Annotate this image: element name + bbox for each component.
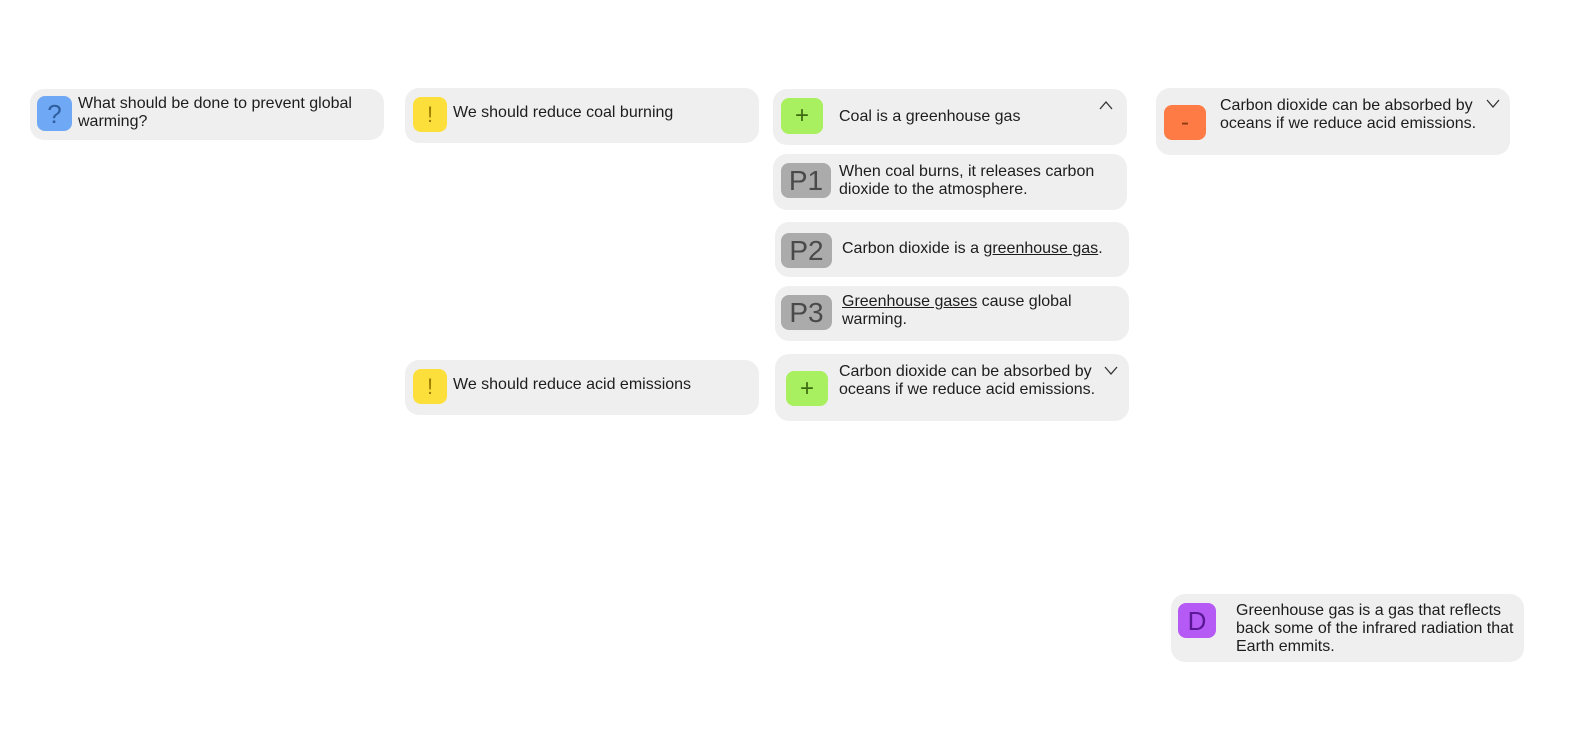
premise-badge: P1	[781, 163, 831, 198]
greenhouse-gases-link[interactable]: Greenhouse gases	[842, 293, 978, 310]
definition-card-greenhouse-gas[interactable]: D Greenhouse gas is a gas that reflects …	[1171, 594, 1524, 662]
question-text: What should be done to prevent global wa…	[78, 95, 352, 130]
pro-text: Carbon dioxide can be absorbed by oceans…	[839, 363, 1096, 398]
premise-text-start: Carbon dioxide is a	[842, 240, 984, 257]
chevron-down-icon[interactable]	[1486, 99, 1500, 109]
pro-badge: +	[786, 371, 828, 406]
idea-badge: !	[413, 369, 447, 404]
greenhouse-gas-link[interactable]: greenhouse gas	[983, 240, 1099, 257]
chevron-down-icon[interactable]	[1104, 366, 1118, 376]
idea-badge: !	[413, 97, 447, 132]
idea-text: We should reduce coal burning	[453, 104, 674, 121]
premise-text-end: cause global warming.	[842, 293, 1072, 328]
premise-card-p2[interactable]: P2 Carbon dioxide is a greenhouse gas.	[775, 222, 1129, 277]
premise-text-end: .	[1098, 240, 1103, 257]
pro-card-coal-greenhouse[interactable]: + Coal is a greenhouse gas	[773, 89, 1127, 145]
premise-text: Carbon dioxide is a greenhouse gas.	[842, 240, 1132, 258]
question-card[interactable]: ? What should be done to prevent global …	[30, 89, 384, 140]
premise-card-p1[interactable]: P1 When coal burns, it releases carbon d…	[773, 154, 1127, 210]
definition-badge: D	[1178, 603, 1216, 638]
pro-badge: +	[781, 98, 823, 134]
con-card-oceans[interactable]: - Carbon dioxide can be absorbed by ocea…	[1156, 88, 1510, 155]
pro-card-oceans[interactable]: + Carbon dioxide can be absorbed by ocea…	[775, 354, 1129, 421]
question-badge: ?	[37, 96, 72, 131]
premise-text: Greenhouse gases cause global warming.	[842, 293, 1112, 329]
premise-card-p3[interactable]: P3 Greenhouse gases cause global warming…	[775, 286, 1129, 341]
pro-text: Coal is a greenhouse gas	[839, 108, 1021, 125]
premise-text: When coal burns, it releases carbon diox…	[839, 163, 1095, 198]
con-badge: -	[1164, 105, 1206, 140]
premise-badge: P2	[781, 233, 832, 268]
con-text: Carbon dioxide can be absorbed by oceans…	[1220, 97, 1477, 132]
definition-text: Greenhouse gas is a gas that reflects ba…	[1236, 602, 1514, 655]
chevron-up-icon[interactable]	[1099, 100, 1113, 110]
premise-badge: P3	[781, 295, 832, 330]
idea-text: We should reduce acid emissions	[453, 376, 692, 393]
idea-card-reduce-coal[interactable]: ! We should reduce coal burning	[405, 88, 759, 143]
idea-card-reduce-acid[interactable]: ! We should reduce acid emissions	[405, 360, 759, 415]
